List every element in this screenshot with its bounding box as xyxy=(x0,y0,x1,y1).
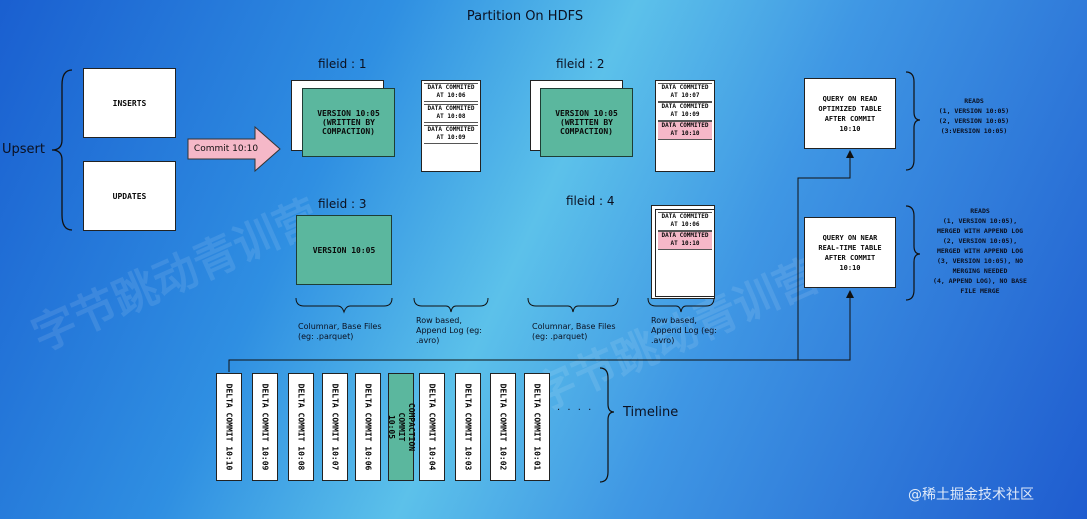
timeline-commit: DELTA COMMIT 10:02 xyxy=(490,373,516,481)
commit-arrow-label: Commit 10:10 xyxy=(193,144,259,154)
upsert-brace xyxy=(51,69,73,231)
reads-brace-2 xyxy=(905,205,921,301)
diagram-title: Partition On HDFS xyxy=(466,9,584,24)
brace-columnar-2 xyxy=(527,297,619,313)
fileid-2-append-log: DATA COMMITED AT 10:07 DATA COMMITED AT … xyxy=(655,80,715,172)
fileid-4-append-log: DATA COMMITED AT 10:06 DATA COMMITED AT … xyxy=(655,209,715,297)
brace-rowlog-1 xyxy=(413,297,489,313)
site-watermark: @稀土掘金技术社区 xyxy=(908,487,1034,503)
timeline-connector xyxy=(228,156,851,372)
timeline-commit: DELTA COMMIT 10:03 xyxy=(455,373,481,481)
fileid-4-label: fileid : 4 xyxy=(566,194,615,208)
log-entry: DATA COMMITED AT 10:09 xyxy=(658,102,712,121)
timeline-brace xyxy=(599,367,615,483)
log-entry-highlighted: DATA COMMITED AT 10:10 xyxy=(658,231,712,250)
rowlog-note-1: Row based, Append Log (eg: .avro) xyxy=(416,316,482,345)
fileid-2-base-file: VERSION 10:05 (WRITTEN BY COMPACTION) xyxy=(540,88,633,157)
log-entry: DATA COMMITED AT 10:06 xyxy=(658,212,712,231)
fileid-1-base-file: VERSION 10:05 (WRITTEN BY COMPACTION) xyxy=(302,88,395,157)
updates-box: UPDATES xyxy=(83,161,176,231)
inserts-box: INSERTS xyxy=(83,68,176,138)
upsert-label: Upsert xyxy=(2,142,45,157)
timeline-ellipsis: . . . . xyxy=(557,402,594,413)
log-entry-highlighted: DATA COMMITED AT 10:10 xyxy=(658,121,712,140)
columnar-note-2: Columnar, Base Files (eg: .parquet) xyxy=(532,322,616,341)
commit-arrow xyxy=(187,125,281,173)
reads-read-optimized: READS (1, VERSION 10:05) (2, VERSION 10:… xyxy=(938,97,1010,135)
reads-brace-1 xyxy=(905,71,921,171)
timeline-commit: DELTA COMMIT 10:07 xyxy=(322,373,348,481)
timeline-commit: DELTA COMMIT 10:06 xyxy=(355,373,381,481)
rowlog-note-2: Row based, Append Log (eg: .avro) xyxy=(651,316,717,345)
fileid-1-append-log: DATA COMMITED AT 10:06 DATA COMMITED AT … xyxy=(421,80,481,172)
log-entry: DATA COMMITED AT 10:08 xyxy=(424,104,478,123)
log-entry: DATA COMMITED AT 10:09 xyxy=(424,125,478,144)
columnar-note-1: Columnar, Base Files (eg: .parquet) xyxy=(298,322,382,341)
timeline-commit: DELTA COMMIT 10:09 xyxy=(252,373,278,481)
query-near-realtime-box: QUERY ON NEAR REAL-TIME TABLE AFTER COMM… xyxy=(804,217,896,288)
brace-columnar-1 xyxy=(295,297,393,314)
timeline-label: Timeline xyxy=(623,405,679,420)
log-entry: DATA COMMITED AT 10:07 xyxy=(658,83,712,102)
fileid-3-label: fileid : 3 xyxy=(318,197,367,211)
query-read-optimized-box: QUERY ON READ OPTIMIZED TABLE AFTER COMM… xyxy=(804,78,896,149)
timeline-commit: DELTA COMMIT 10:08 xyxy=(288,373,314,481)
log-entry: DATA COMMITED AT 10:06 xyxy=(424,83,478,102)
brace-rowlog-2 xyxy=(647,297,715,313)
timeline-compaction-commit: COMPACTION COMMIT 10:05 xyxy=(387,373,416,481)
fileid-3-base-file: VERSION 10:05 xyxy=(296,215,392,285)
timeline-commit: DELTA COMMIT 10:10 xyxy=(216,373,242,481)
timeline-commit: DELTA COMMIT 10:01 xyxy=(524,373,550,481)
fileid-1-label: fileid : 1 xyxy=(318,57,367,71)
timeline-commit: DELTA COMMIT 10:04 xyxy=(419,373,445,481)
fileid-2-label: fileid : 2 xyxy=(556,57,605,71)
reads-near-realtime: READS (1, VERSION 10:05), MERGED WITH AP… xyxy=(933,207,1027,295)
